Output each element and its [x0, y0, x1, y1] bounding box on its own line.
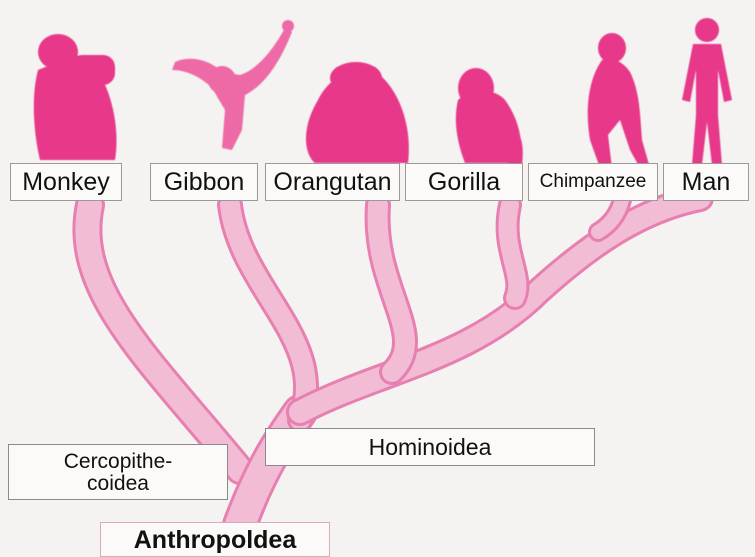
- species-label-monkey: Monkey: [10, 163, 122, 201]
- cercopithecoidea-line-2: coidea: [9, 473, 227, 495]
- man-icon: [682, 18, 732, 165]
- species-label-gibbon: Gibbon: [150, 163, 258, 201]
- species-label-man: Man: [663, 163, 749, 201]
- monkey-icon: [34, 34, 117, 160]
- orangutan-icon: [306, 62, 409, 163]
- group-label-cercopithecoidea: Cercopithe- coidea: [8, 444, 228, 500]
- gibbon-icon: [172, 20, 294, 150]
- silhouettes: [34, 18, 732, 168]
- group-label-hominoidea: Hominoidea: [265, 428, 595, 466]
- species-label-orangutan: Orangutan: [265, 163, 400, 201]
- species-label-chimpanzee: Chimpanzee: [528, 163, 658, 201]
- cercopithecoidea-line-1: Cercopithe-: [9, 451, 227, 473]
- chimpanzee-icon: [588, 33, 650, 168]
- gorilla-icon: [456, 68, 523, 165]
- group-label-anthropoidea: Anthropoldea: [100, 522, 330, 557]
- species-label-gorilla: Gorilla: [405, 163, 523, 201]
